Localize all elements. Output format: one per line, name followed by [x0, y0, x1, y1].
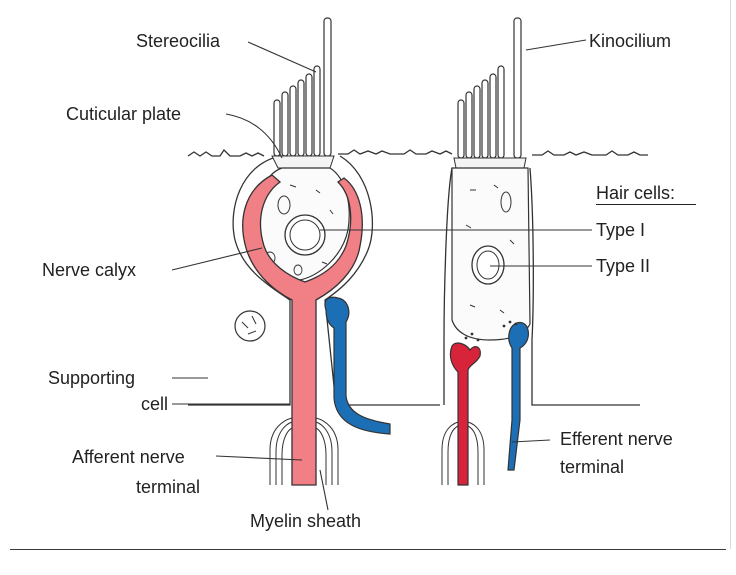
label-type-one: Type I — [596, 220, 646, 240]
efferent-terminal-type-two — [507, 321, 529, 471]
efferent-terminal-type-one — [324, 296, 391, 435]
stereocilia-bundle-type-one — [273, 17, 332, 157]
nerve-calyx — [242, 174, 363, 486]
label-nerve-calyx: Nerve calyx — [42, 260, 137, 280]
label-stereocilia: Stereocilia — [136, 31, 221, 51]
label-afferent-line1: Afferent nerve — [72, 447, 185, 467]
supporting-cell-outline-type-two — [443, 167, 640, 406]
hair-cells-underline — [596, 204, 696, 205]
label-hair-cells: Hair cells: — [596, 183, 676, 203]
label-efferent-line1: Efferent nerve — [560, 429, 673, 449]
label-afferent-line2: terminal — [136, 477, 201, 497]
stereocilia-bundle-type-two — [457, 17, 522, 159]
bottom-rule — [10, 549, 726, 550]
afferent-terminal-type-two — [449, 342, 481, 486]
label-cuticular-plate: Cuticular plate — [66, 104, 182, 124]
myelin-sheath-type-two — [441, 421, 485, 485]
myelin-sheath-type-one — [269, 417, 339, 485]
right-frame-edge — [730, 0, 731, 549]
type-one-nucleus — [284, 214, 326, 256]
label-supporting-line1: Supporting — [48, 368, 136, 388]
cuticular-plate-type-two — [453, 157, 527, 169]
label-efferent-line2: terminal — [560, 457, 625, 477]
label-supporting-line2: cell — [140, 394, 168, 414]
label-type-two: Type II — [596, 256, 651, 276]
leader-lines — [171, 39, 592, 511]
cuticular-plate-type-one — [271, 155, 335, 169]
label-myelin-sheath: Myelin sheath — [250, 511, 362, 531]
epithelium-surface — [187, 148, 648, 157]
label-kinocilium: Kinocilium — [589, 31, 672, 51]
vesicle-cell — [234, 310, 266, 342]
